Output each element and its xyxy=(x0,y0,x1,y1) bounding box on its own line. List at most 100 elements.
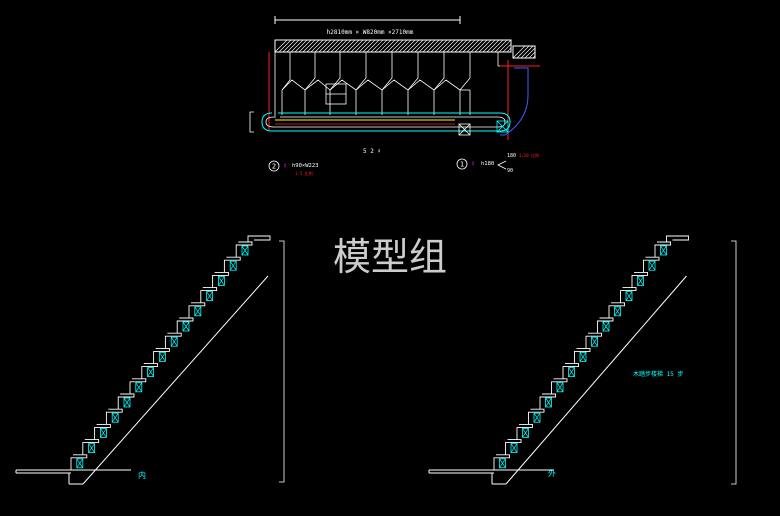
stair-bracket-cross xyxy=(556,382,564,392)
stair-bracket-cross xyxy=(206,291,213,301)
stair-bracket-cross xyxy=(533,413,541,423)
stair-bracket xyxy=(522,427,529,438)
stair-bracket-cross xyxy=(159,352,166,362)
stair-bracket xyxy=(591,336,598,347)
plan-scale-label: 5 2 ♯ xyxy=(363,148,381,155)
stair-bracket-cross xyxy=(591,337,598,347)
note-right-number: 1 xyxy=(460,161,464,169)
stair-bracket xyxy=(545,397,552,408)
stair-tread xyxy=(105,408,123,425)
note-right-a: 180 xyxy=(507,153,516,159)
note-left-text: h90×W223 xyxy=(292,163,319,169)
stair-bracket-cross xyxy=(170,337,178,347)
stair-tread xyxy=(129,378,147,394)
note-right-chevron xyxy=(497,160,507,170)
plan-step-outlines xyxy=(274,52,530,118)
stair-tread xyxy=(551,378,568,394)
stair-tread xyxy=(654,241,671,258)
stair-bracket xyxy=(170,336,178,347)
stair-bracket xyxy=(625,291,633,302)
stair-top-landing xyxy=(666,235,689,242)
stair-tread xyxy=(188,302,206,318)
note-right-b: 90 xyxy=(507,168,513,174)
plan-post-squares xyxy=(458,120,509,136)
stair-bracket xyxy=(637,275,644,286)
stair-bracket xyxy=(556,382,564,393)
plan-note-left: 2 ♯ h90×W223 1:5 比例 xyxy=(268,160,319,176)
stair-left-label: 内 xyxy=(138,470,146,480)
stair-left-height-bracket xyxy=(279,240,285,483)
plan-handrail xyxy=(261,112,511,132)
stair-tread xyxy=(223,256,241,273)
stair-tread xyxy=(176,317,194,334)
stair-bracket-cross xyxy=(614,306,621,316)
stair-tread xyxy=(493,454,510,470)
stair-bracket xyxy=(510,443,518,454)
note-circle xyxy=(268,160,280,172)
stair-tread xyxy=(539,393,556,410)
stair-bracket-cross xyxy=(648,261,656,271)
plan-dimension-label: h2810mm × W820mm ×2710mm xyxy=(327,29,414,36)
stair-tread xyxy=(164,332,182,349)
stair-bracket xyxy=(158,351,166,362)
stair-right-height-bracket xyxy=(731,240,737,485)
plan-wall-hatch xyxy=(274,39,536,59)
note-left-sub: 1:5 比例 xyxy=(295,170,313,176)
stair-bracket xyxy=(206,291,214,302)
stair-tread xyxy=(141,363,159,379)
stair-bracket xyxy=(100,427,107,438)
stair-bracket-cross xyxy=(637,276,644,286)
stair-tread xyxy=(153,347,170,364)
stair-bracket-cross xyxy=(229,261,237,271)
stair-bracket xyxy=(147,367,155,378)
stair-bracket xyxy=(182,321,190,332)
stair-bracket-cross xyxy=(241,245,249,256)
stair-bracket xyxy=(135,382,143,393)
stair-left-elevation xyxy=(15,235,271,485)
stair-top-landing xyxy=(247,235,271,242)
note-right-marker: ♯ xyxy=(471,160,475,168)
stair-bracket xyxy=(533,412,541,423)
stair-bracket xyxy=(614,306,621,317)
stair-stringer xyxy=(505,275,687,485)
stair-bracket-cross xyxy=(579,352,587,362)
plan-note-right: 1 ♯ h180 180 90 1:20 比例 xyxy=(456,152,539,174)
stair-tread xyxy=(82,439,100,455)
stair-bracket-cross xyxy=(111,413,119,423)
stair-tread xyxy=(643,256,660,273)
stair-bracket-cross xyxy=(510,443,518,453)
stair-bracket xyxy=(499,458,506,469)
stair-bracket xyxy=(602,321,610,332)
stair-bracket xyxy=(194,306,202,317)
stair-tread xyxy=(117,393,135,410)
stair-bracket xyxy=(660,245,667,256)
stair-tread xyxy=(200,287,218,303)
stair-bracket-cross xyxy=(88,443,95,453)
stair-bracket-cross xyxy=(147,367,154,377)
stair-tread xyxy=(562,363,579,379)
stair-bracket-cross xyxy=(545,397,552,408)
stair-tread xyxy=(585,332,602,349)
plan-view: h2810mm × W820mm ×2710mm xyxy=(249,16,540,176)
stair-tread xyxy=(235,241,253,258)
stair-right-annotation: 木踏步楼梯 15 步 xyxy=(633,370,683,378)
stair-bracket xyxy=(568,367,575,378)
stair-tread xyxy=(505,439,522,455)
stair-stringer xyxy=(82,275,269,485)
stair-bracket xyxy=(88,443,95,454)
stair-right-elevation xyxy=(428,235,689,485)
stair-bracket-cross xyxy=(602,321,610,332)
stair-tread xyxy=(94,423,111,440)
stair-tread xyxy=(516,423,533,440)
stair-bracket-cross xyxy=(100,428,107,438)
stair-bracket xyxy=(241,245,249,256)
plan-curved-guard xyxy=(500,67,529,136)
drawing-title: 模型组 xyxy=(333,235,447,279)
stair-bracket xyxy=(111,412,119,423)
stair-bracket-cross xyxy=(76,458,84,468)
stair-bracket-cross xyxy=(660,245,667,256)
stair-bracket xyxy=(229,260,237,271)
stair-bracket xyxy=(579,351,587,362)
stair-tread xyxy=(70,454,88,470)
